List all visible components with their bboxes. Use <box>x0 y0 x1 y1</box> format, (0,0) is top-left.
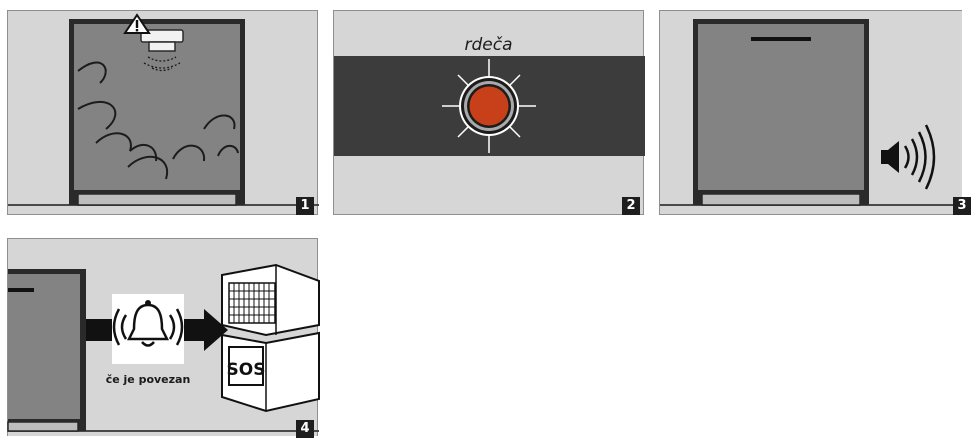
sos-station-icon: SOS <box>221 263 320 413</box>
step-1-panel: 1 <box>7 10 319 215</box>
step-number-2: 2 <box>622 197 640 215</box>
bell-icon <box>112 294 184 364</box>
warning-icon <box>123 13 151 34</box>
step-2-panel: rdeča 2 <box>333 10 645 215</box>
step-4-illustration: SOS <box>7 263 320 432</box>
step-number-4: 4 <box>296 420 314 438</box>
smoke-detector-icon <box>140 29 184 72</box>
step-number-3: 3 <box>953 197 971 215</box>
step-number-1: 1 <box>296 197 314 215</box>
step-4-panel: SOS 4 <box>7 238 320 438</box>
speaker-icon <box>881 124 936 190</box>
step-1-illustration <box>8 13 319 206</box>
connected-condition-label: če je povezan <box>105 373 191 386</box>
step-3-panel: 3 <box>659 10 971 215</box>
step-2-illustration <box>334 56 645 156</box>
red-light-icon <box>442 59 536 153</box>
sos-label: SOS <box>227 360 266 380</box>
smoke-icon <box>77 61 239 180</box>
indicator-color-label: rdeča <box>464 35 513 55</box>
step-3-illustration <box>660 19 963 206</box>
